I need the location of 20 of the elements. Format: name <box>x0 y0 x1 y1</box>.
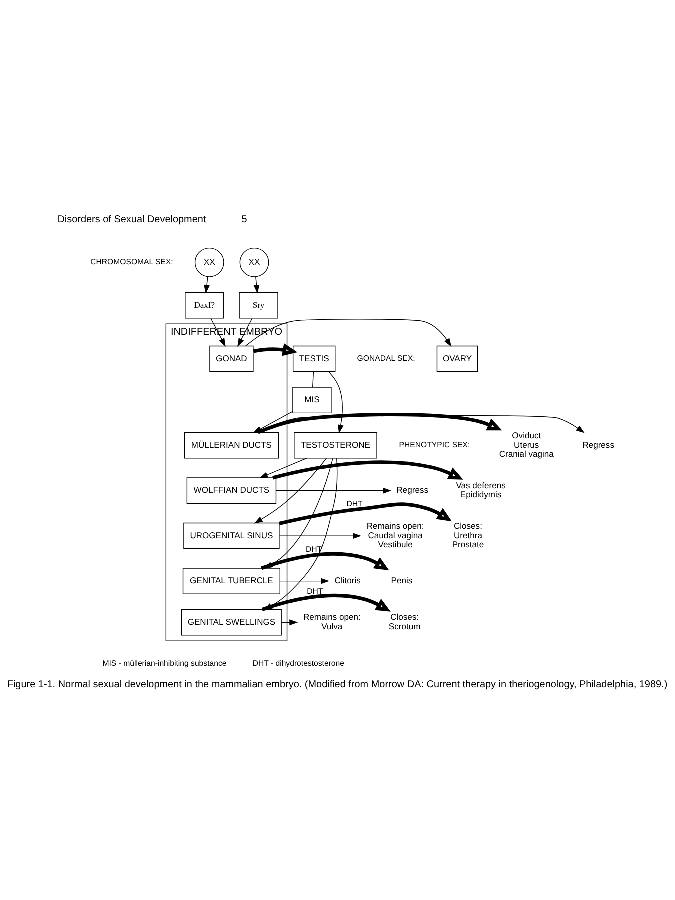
label: 5 <box>242 214 248 226</box>
label: PHENOTYPIC SEX: <box>399 440 470 450</box>
node-text: Remains open: Vulva <box>303 612 361 632</box>
node-text: Closes: Urethra Prostate <box>452 521 484 550</box>
node-text: Regress <box>396 485 429 496</box>
node-text: Closes: Scrotum <box>388 612 421 632</box>
label: Disorders of Sexual Development <box>58 214 206 226</box>
label: GONADAL SEX: <box>357 354 416 364</box>
label: CHROMOSOMAL SEX: <box>90 258 174 267</box>
node-text: Remains open: Caudal vagina Vestibule <box>366 521 424 550</box>
caption: Figure 1-1. Normal sexual development in the mammalian embryo. (Modified from Morrow DA: Current therapy in theriogenology, Philadelphia, 1989.) <box>7 680 668 691</box>
node-text: Oviduct Uterus Cranial vagina <box>499 430 554 460</box>
node-text: Penis <box>391 576 413 586</box>
node-text: Vas deferens Epididymis <box>456 480 506 500</box>
edge-label: DHT <box>346 500 363 509</box>
node-text: Clitoris <box>334 576 361 586</box>
label: MIS - müllerian-inhibiting substance <box>102 658 227 668</box>
edge-label: DHT <box>307 586 324 596</box>
node-text: Regress <box>582 440 614 450</box>
label: DHT - dihydrotestosterone <box>252 658 345 668</box>
